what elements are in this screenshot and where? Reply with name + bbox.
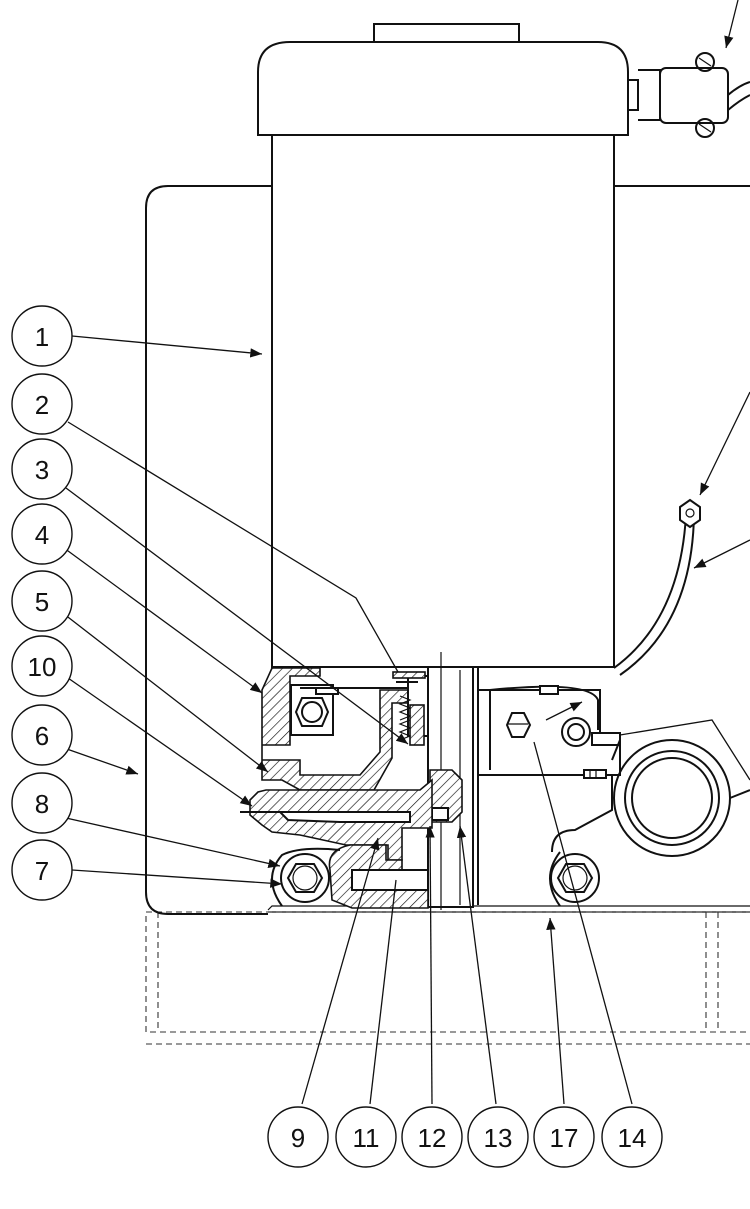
svg-text:9: 9 <box>291 1123 305 1153</box>
callout-5: 5 <box>11 570 73 632</box>
callout-4: 4 <box>11 503 73 565</box>
callout-3: 3 <box>11 438 73 500</box>
callout-12: 12 <box>401 1106 463 1168</box>
terminal-box <box>627 52 750 138</box>
svg-text:7: 7 <box>35 856 49 886</box>
svg-text:17: 17 <box>550 1123 579 1153</box>
svg-text:11: 11 <box>353 1123 380 1153</box>
housing-body <box>145 185 750 915</box>
svg-text:4: 4 <box>35 520 49 550</box>
svg-text:12: 12 <box>418 1123 447 1153</box>
svg-text:14: 14 <box>618 1123 647 1153</box>
foot-bolt-right <box>549 851 600 907</box>
svg-text:3: 3 <box>35 455 49 485</box>
callout-8: 8 <box>11 772 73 834</box>
svg-text:6: 6 <box>35 721 49 751</box>
callout-17: 17 <box>533 1106 595 1168</box>
motor-cylinder <box>257 23 629 668</box>
hose <box>613 498 701 676</box>
callout-13: 13 <box>467 1106 529 1168</box>
spring <box>398 695 412 741</box>
svg-text:1: 1 <box>35 322 49 352</box>
callout-1: 1 <box>11 305 73 367</box>
foot-bolt-left <box>271 847 341 907</box>
callout-14: 14 <box>601 1106 663 1168</box>
svg-text:2: 2 <box>35 390 49 420</box>
base-frame <box>145 905 750 1045</box>
leader-lines <box>63 0 750 1105</box>
callout-11: 11 <box>335 1106 397 1168</box>
callout-2: 2 <box>11 373 73 435</box>
pump-section <box>240 652 750 910</box>
callout-6: 6 <box>11 704 73 766</box>
callout-7: 7 <box>11 839 73 901</box>
svg-text:13: 13 <box>484 1123 513 1153</box>
svg-text:5: 5 <box>35 587 49 617</box>
svg-text:10: 10 <box>28 652 57 682</box>
callouts: 1 2 3 4 5 10 6 8 7 9 11 12 13 17 14 <box>11 305 663 1168</box>
outlet-pipe <box>611 739 750 857</box>
callout-9: 9 <box>267 1106 329 1168</box>
callout-10: 10 <box>11 635 73 697</box>
svg-text:8: 8 <box>35 789 49 819</box>
